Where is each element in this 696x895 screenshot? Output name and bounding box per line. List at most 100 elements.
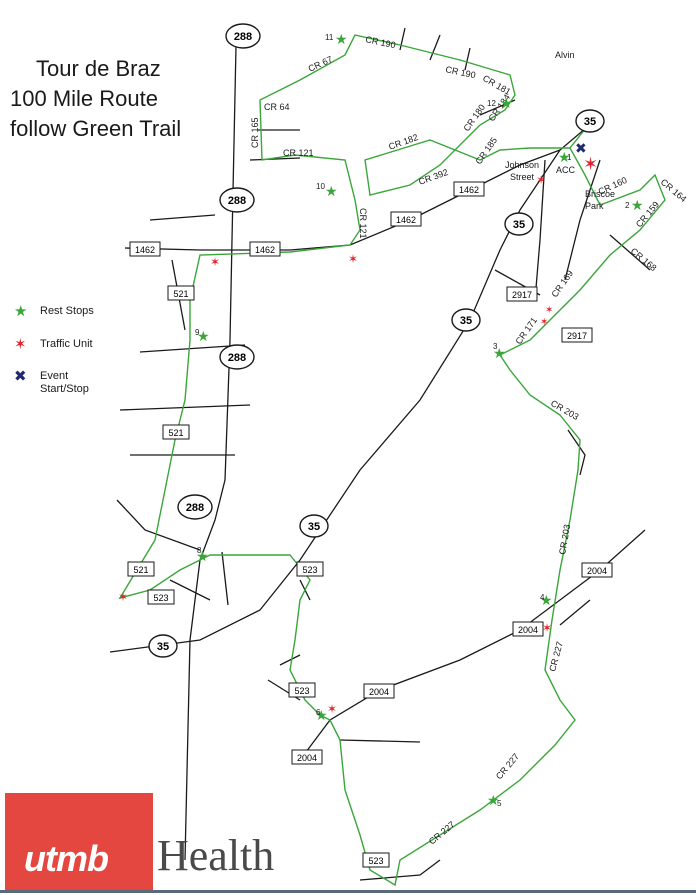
label-cr190-b: CR 190	[445, 64, 477, 80]
label-cr169: CR 169	[549, 268, 575, 299]
label-cr227-b: CR 227	[494, 751, 521, 781]
stop-number-5: 5	[497, 799, 502, 808]
label-cr180: CR 180	[461, 102, 487, 133]
box-523-d-label: 523	[368, 856, 383, 866]
stop-number-6: 6	[316, 708, 321, 717]
box-1462-c-label: 1462	[396, 215, 416, 225]
rest-stop-star-icon: ★	[315, 707, 328, 723]
box-2917-a-label: 2917	[512, 290, 532, 300]
road-misc-13	[559, 599, 591, 626]
rest-stops: ★ ★ ★ ★ ★ ★ ★ ★ ★ ★ ★	[196, 31, 644, 808]
road-misc-6	[116, 499, 201, 551]
utmb-logo-text: utmb	[24, 838, 109, 879]
label-cr64: CR 64	[264, 102, 290, 112]
box-2004-a: 2004	[581, 562, 613, 578]
legend-traffic-unit-label: Traffic Unit	[40, 338, 93, 350]
label-cr185: CR 185	[473, 135, 499, 166]
shield-288-a: 288	[225, 23, 261, 49]
box-2004-d-label: 2004	[297, 753, 317, 763]
traffic-unit-star-icon: ✶	[348, 252, 358, 266]
stop-number-3: 3	[493, 342, 498, 351]
green-star-icon: ★	[14, 303, 28, 320]
box-523-a: 523	[147, 589, 175, 605]
box-521-c: 521	[127, 561, 155, 577]
road-misc-7	[169, 579, 211, 601]
place-labels: Alvin ACC Johnson Street Briscoe Park	[505, 50, 615, 211]
red-star-icon: ✶	[14, 336, 27, 353]
shield-35-e-label: 35	[157, 641, 169, 653]
highway-shields: 288 288 288 288 35 35 35 35 35	[148, 23, 605, 658]
rest-stop-star-icon: ★	[325, 183, 338, 199]
road-misc-14	[339, 739, 421, 743]
map-title-line-1: Tour de Braz	[36, 56, 161, 81]
road-misc-20	[249, 157, 301, 161]
label-cr121-a: CR 121	[283, 148, 314, 158]
label-cr168: CR 168	[629, 246, 659, 273]
shield-288-d: 288	[177, 494, 213, 520]
box-523-b: 523	[296, 561, 324, 577]
road-288	[184, 45, 237, 861]
box-1462-d: 1462	[453, 181, 485, 197]
road-number-boxes: 1462 1462 1462 1462 521 521 521 523 523 …	[127, 181, 613, 868]
shield-35-c: 35	[451, 308, 481, 332]
event-start-x-icon: ✖	[575, 140, 587, 156]
label-cr190-a: CR 190	[365, 34, 397, 50]
shield-35-e: 35	[148, 634, 178, 658]
traffic-units: ✶ ✶ ✶ ✶ ✶ ✶ ✶ ✶ ✶	[118, 154, 598, 716]
box-523-c-label: 523	[294, 686, 309, 696]
rest-stop-star-icon: ★	[335, 31, 348, 47]
traffic-unit-star-icon: ✶	[545, 305, 553, 316]
road-misc-11	[564, 159, 601, 281]
road-misc-12	[609, 234, 651, 271]
shield-35-b-label: 35	[513, 219, 525, 231]
road-misc-17	[429, 34, 441, 61]
shield-35-a-label: 35	[584, 116, 596, 128]
box-2917-b-label: 2917	[567, 331, 587, 341]
traffic-unit-star-icon: ✶	[583, 154, 598, 174]
label-cr227-a: CR 227	[547, 640, 565, 672]
box-521-a: 521	[167, 285, 195, 301]
road-misc-1	[119, 404, 251, 411]
box-2917-b: 2917	[561, 327, 593, 343]
box-2004-a-label: 2004	[587, 566, 607, 576]
label-briscoe-2: Park	[585, 201, 604, 211]
shield-288-b: 288	[219, 187, 255, 213]
label-cr67: CR 67	[307, 54, 334, 74]
label-cr181: CR 181	[481, 73, 512, 97]
label-cr165: CR 165	[250, 117, 260, 148]
box-2917-a: 2917	[506, 286, 538, 302]
road-misc-8	[221, 551, 229, 606]
shield-35-a: 35	[575, 109, 605, 133]
health-logo-text: Health	[157, 831, 275, 880]
map-title-line-3: follow Green Trail	[10, 116, 182, 141]
shield-288-b-label: 288	[228, 195, 246, 207]
box-1462-a-label: 1462	[135, 245, 155, 255]
label-alvin: Alvin	[555, 50, 575, 60]
label-cr164: CR 164	[659, 177, 689, 204]
box-2004-c: 2004	[363, 683, 395, 699]
stop-number-4: 4	[540, 593, 545, 602]
box-1462-b-label: 1462	[255, 245, 275, 255]
box-521-b-label: 521	[168, 428, 183, 438]
shield-288-d-label: 288	[186, 502, 204, 514]
traffic-unit-star-icon: ✶	[540, 317, 548, 328]
shield-288-a-label: 288	[234, 31, 252, 43]
road-misc-3	[139, 344, 246, 353]
traffic-unit-star-icon: ✶	[210, 255, 220, 269]
green-trail-route	[118, 34, 666, 887]
road-1462	[124, 149, 561, 251]
box-521-a-label: 521	[173, 289, 188, 299]
shield-288-c-label: 288	[228, 352, 246, 364]
box-521-c-label: 521	[133, 565, 148, 575]
rest-stop-star-icon: ★	[487, 792, 500, 808]
shield-35-c-label: 35	[460, 315, 472, 327]
traffic-unit-star-icon: ✶	[118, 590, 128, 604]
label-cr121-b: CR 121	[358, 208, 368, 239]
stop-number-12: 12	[487, 99, 496, 108]
road-35	[109, 127, 587, 653]
utmb-logo	[5, 793, 153, 891]
rest-stop-star-icon: ★	[500, 95, 513, 111]
stop-numbers: 11 12 10 2 9 3 8 4 6 5 1	[195, 33, 630, 808]
box-1462-a: 1462	[129, 241, 161, 257]
